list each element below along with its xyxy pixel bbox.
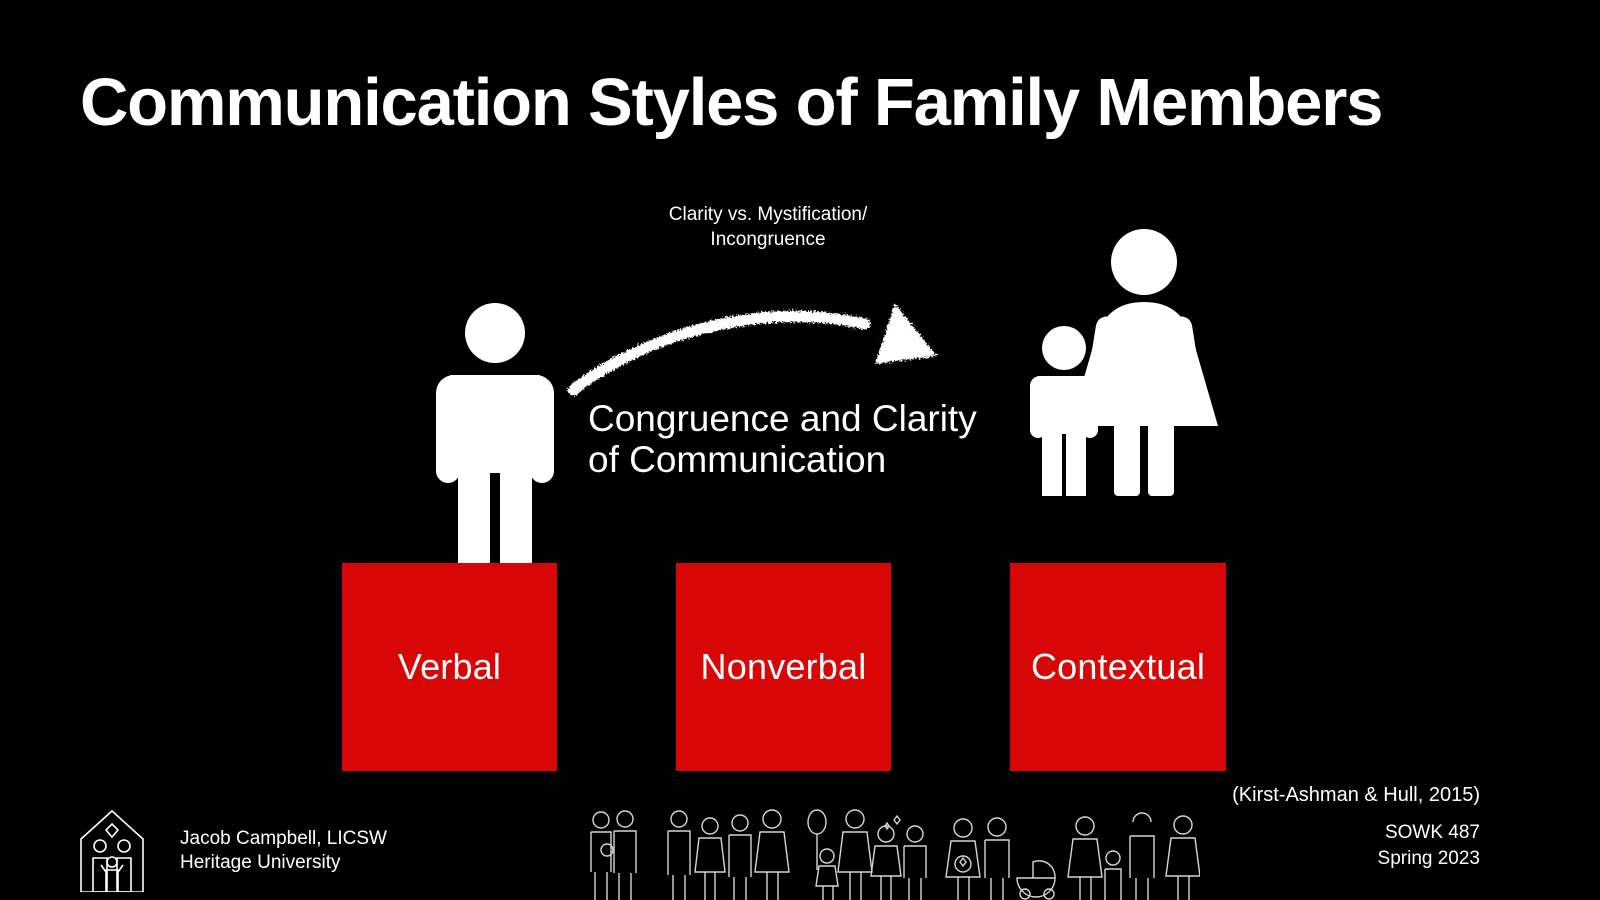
center-label: Congruence and Clarity of Communication (588, 398, 977, 480)
woman-figure (1070, 229, 1218, 496)
category-label: Verbal (397, 646, 502, 687)
category-box-verbal[interactable]: Verbal (342, 563, 557, 771)
presenter-info: Jacob Campbell, LICSW Heritage Universit… (180, 828, 387, 873)
man-pictogram-icon (436, 303, 554, 571)
course-info: SOWK 487 Spring 2023 (1377, 822, 1480, 869)
citation: (Kirst-Ashman & Hull, 2015) (1232, 784, 1480, 806)
category-label: Nonverbal (700, 646, 867, 687)
family-figures-line-art-icon (585, 806, 1200, 900)
page-title: Communication Styles of Family Members (80, 65, 1383, 140)
woman-and-child-pictogram-icon (1026, 228, 1218, 496)
arrow-caption: Clarity vs. Mystification/ Incongruence (668, 204, 868, 250)
category-boxes: Verbal Nonverbal Contextual (0, 563, 1600, 771)
category-label: Contextual (1030, 646, 1206, 687)
category-box-nonverbal[interactable]: Nonverbal (676, 563, 891, 771)
house-family-logo-icon (79, 806, 145, 892)
category-box-contextual[interactable]: Contextual (1010, 563, 1226, 771)
curved-chalk-arrow-icon (565, 292, 965, 402)
